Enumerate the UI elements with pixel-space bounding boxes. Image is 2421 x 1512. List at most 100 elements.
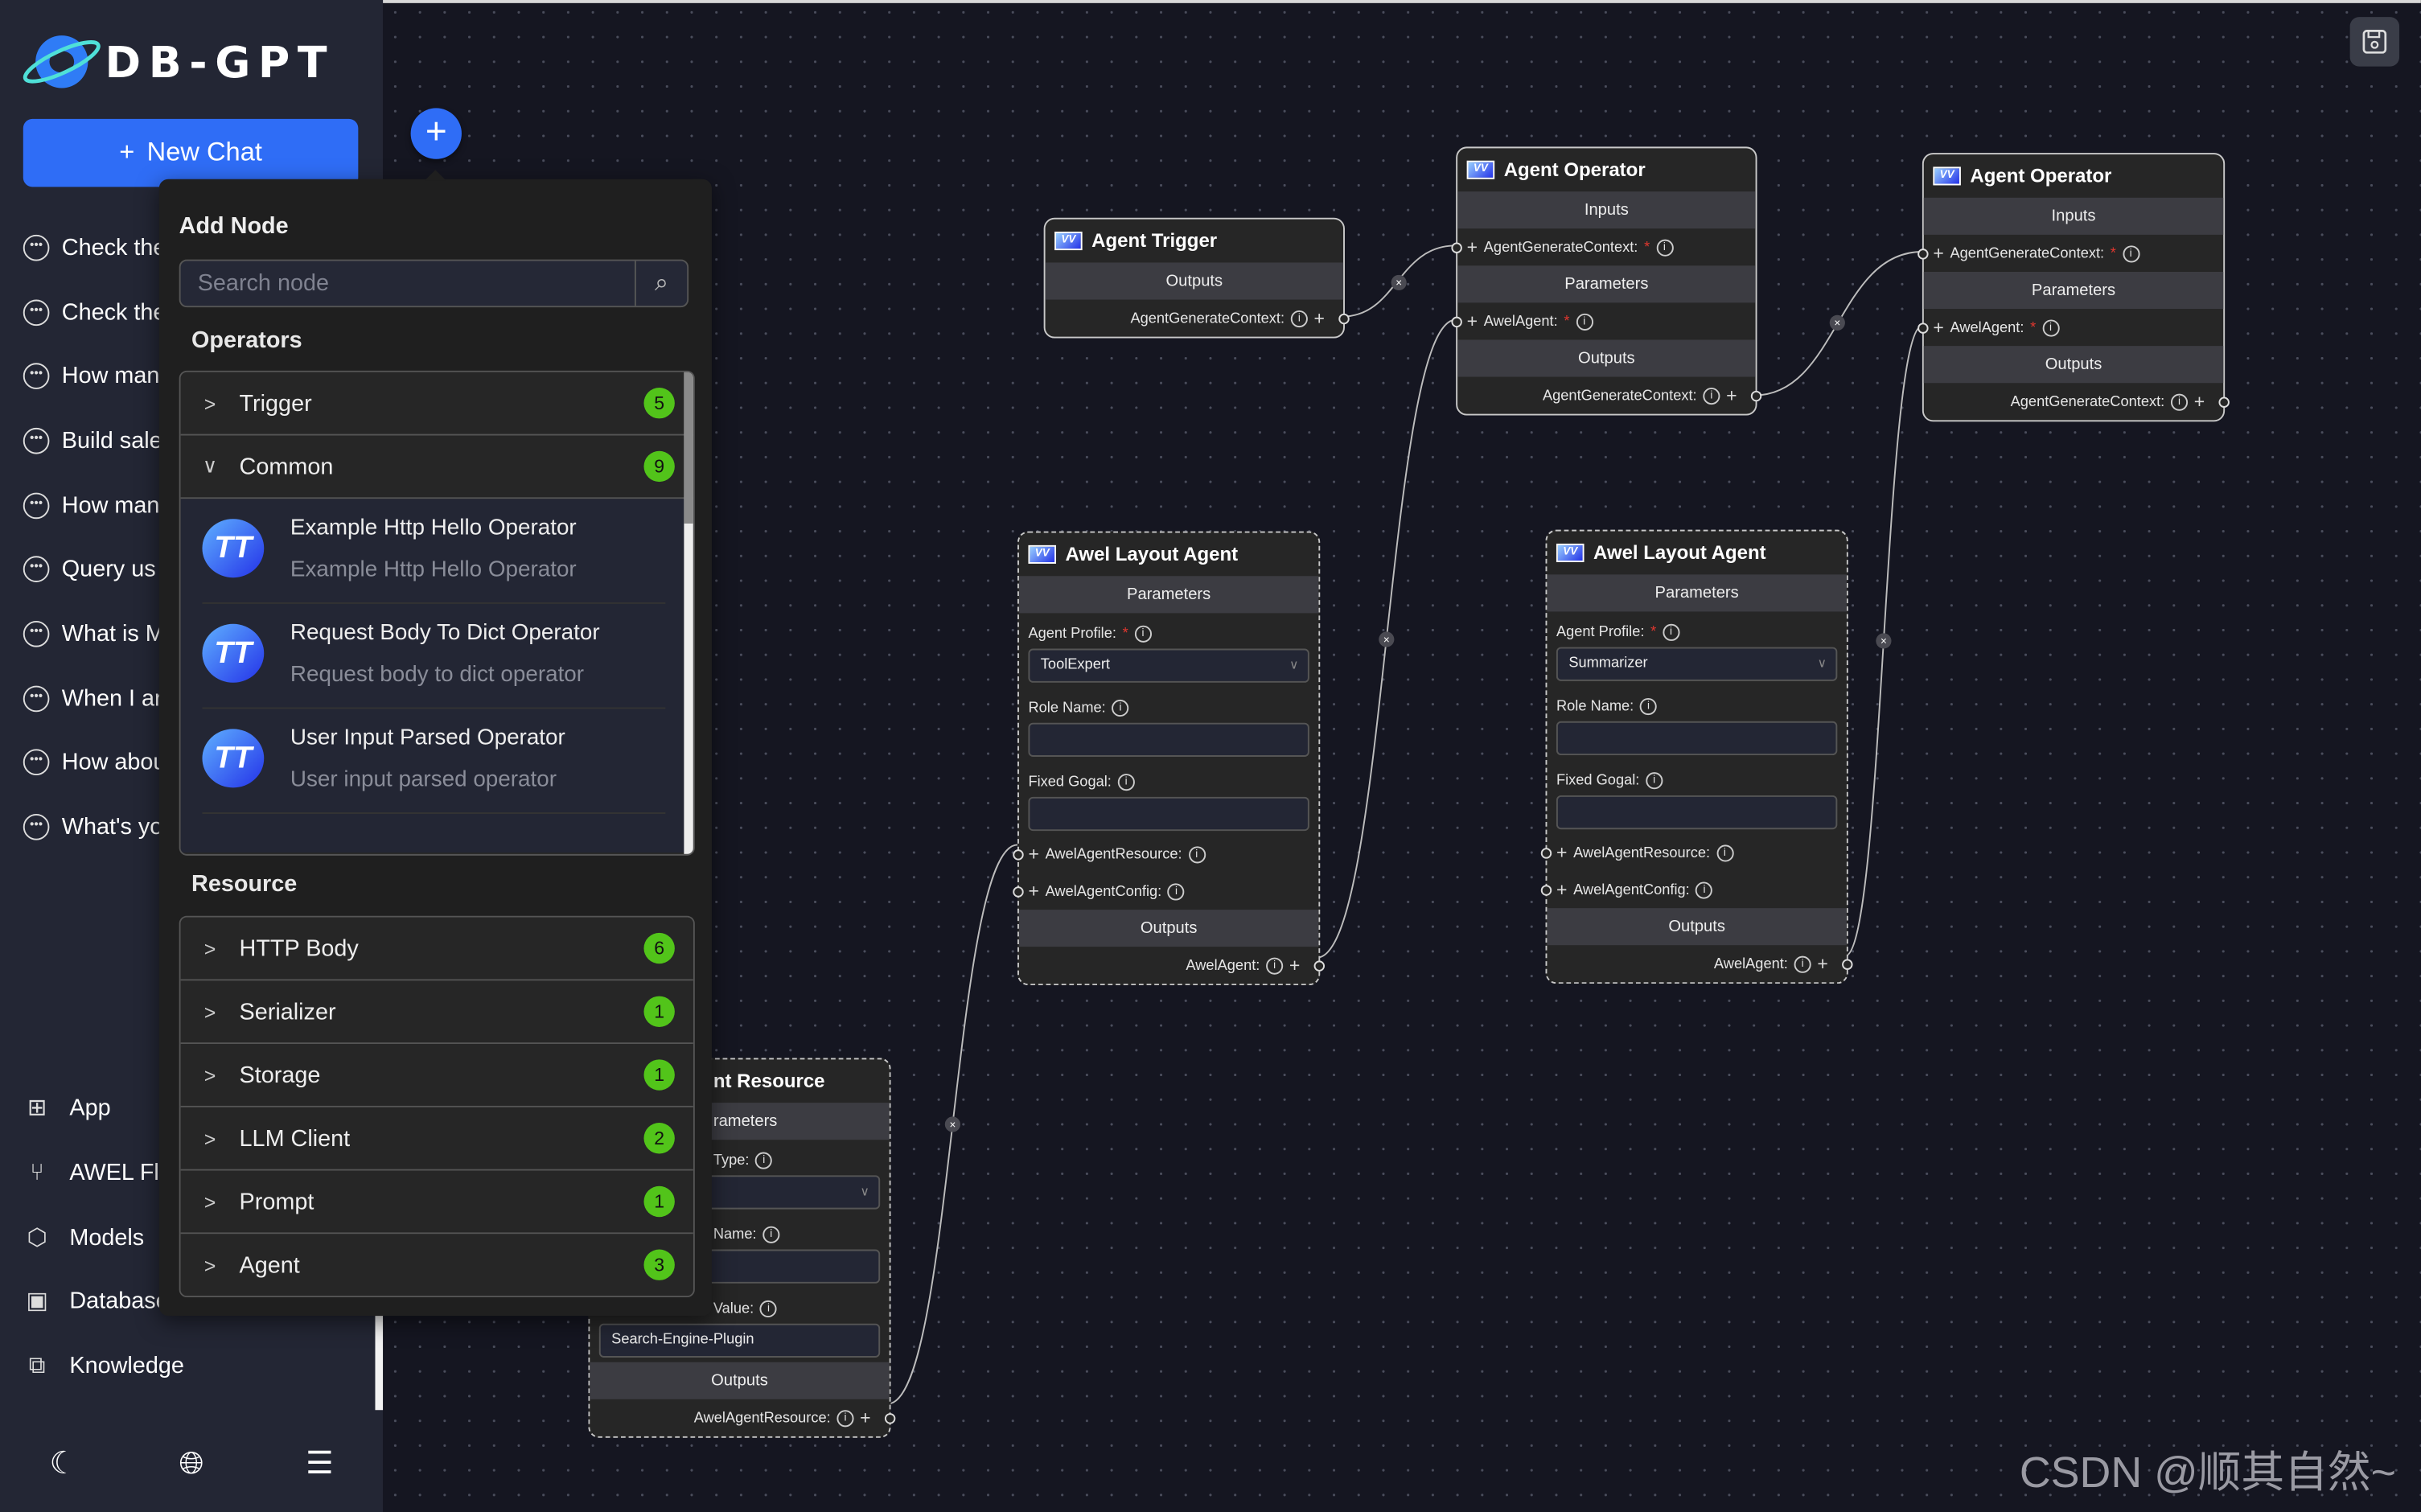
sidebar-item-app[interactable]: ⊞App bbox=[23, 1084, 111, 1131]
plus-icon[interactable]: + bbox=[1313, 307, 1326, 330]
edge-delete-button bbox=[1379, 631, 1395, 647]
save-flow-button[interactable] bbox=[2349, 17, 2400, 67]
chat-title: How abou bbox=[61, 748, 166, 775]
plus-icon[interactable]: + bbox=[1726, 384, 1737, 407]
node-parameter: Role Name:i bbox=[1547, 686, 1846, 760]
plus-icon[interactable]: + bbox=[1933, 316, 1944, 339]
chat-history-item[interactable]: •••How man bbox=[23, 482, 159, 528]
info-icon: i bbox=[836, 1409, 854, 1427]
plus-icon[interactable]: + bbox=[1466, 236, 1478, 258]
output-handle[interactable] bbox=[1842, 959, 1853, 970]
output-handle[interactable] bbox=[1750, 390, 1762, 402]
chat-history-item[interactable]: •••When I ar bbox=[23, 675, 162, 721]
chevron-right-icon: > bbox=[203, 391, 216, 415]
plus-icon[interactable]: + bbox=[1466, 310, 1478, 332]
chat-history-item[interactable]: ••• How abou bbox=[23, 738, 166, 785]
operator-list-scrollbar[interactable] bbox=[684, 372, 693, 854]
sidebar-scrollbar[interactable] bbox=[375, 1313, 384, 1411]
parameter-input[interactable] bbox=[1556, 721, 1838, 756]
input-handle[interactable] bbox=[1013, 886, 1024, 898]
chat-history-item[interactable]: •••Query us bbox=[23, 545, 156, 592]
input-handle[interactable] bbox=[1451, 316, 1462, 328]
plus-icon[interactable]: + bbox=[1028, 843, 1039, 865]
parameter-value: ToolExpert bbox=[1040, 656, 1110, 674]
scrollbar-thumb[interactable] bbox=[684, 372, 693, 524]
search-button[interactable]: ⌕ bbox=[634, 261, 687, 306]
operator-name: User Input Parsed Operator bbox=[290, 725, 565, 751]
port-label: AwelAgentConfig: bbox=[1573, 881, 1690, 898]
chat-bubble-icon: ••• bbox=[23, 748, 50, 775]
operator-description: Example Http Hello Operator bbox=[290, 557, 577, 582]
globe-icon[interactable]: 🌐︎ bbox=[179, 1447, 204, 1481]
group-label: Storage bbox=[239, 1062, 321, 1088]
group-label: Prompt bbox=[239, 1188, 314, 1215]
search-node-input[interactable] bbox=[180, 261, 641, 306]
input-handle[interactable] bbox=[1451, 242, 1462, 253]
add-node-button[interactable]: + bbox=[410, 108, 462, 159]
input-handle[interactable] bbox=[1917, 249, 1929, 260]
menu-fold-icon[interactable]: ☰ bbox=[306, 1447, 334, 1481]
plus-icon[interactable]: + bbox=[1556, 878, 1568, 901]
chat-history-item[interactable]: •••Check the bbox=[23, 224, 166, 270]
plus-icon[interactable]: + bbox=[1289, 954, 1301, 976]
node-section-header: Inputs bbox=[1457, 191, 1756, 229]
parameter-select[interactable]: Summarizer∨ bbox=[1556, 647, 1838, 681]
chat-history-item[interactable]: •••What is M bbox=[23, 610, 165, 657]
group-label: Trigger bbox=[239, 389, 312, 417]
input-handle[interactable] bbox=[1013, 849, 1024, 861]
info-icon: i bbox=[1188, 845, 1206, 863]
input-handle[interactable] bbox=[1540, 848, 1552, 859]
input-handle[interactable] bbox=[1917, 323, 1929, 334]
plus-icon[interactable]: + bbox=[1028, 880, 1039, 902]
parameter-select[interactable]: ToolExpert∨ bbox=[1028, 648, 1309, 683]
output-handle[interactable] bbox=[2218, 396, 2230, 408]
sidebar-item-awel-fl[interactable]: ⑂AWEL Fl bbox=[23, 1149, 158, 1196]
chat-title: Build sale bbox=[61, 426, 162, 454]
plus-icon[interactable]: + bbox=[1933, 242, 1944, 265]
plus-icon[interactable]: + bbox=[860, 1407, 871, 1429]
parameter-input[interactable] bbox=[1556, 795, 1838, 830]
chat-history-item[interactable]: •••How man bbox=[23, 352, 159, 399]
sidebar-item-database[interactable]: ▣Database bbox=[23, 1277, 168, 1324]
plus-icon: + bbox=[119, 137, 135, 167]
count-badge: 1 bbox=[643, 1185, 675, 1218]
sidebar-item-models[interactable]: ⬡Models bbox=[23, 1214, 144, 1260]
new-chat-button[interactable]: + New Chat bbox=[23, 118, 359, 187]
plus-icon[interactable]: + bbox=[1556, 841, 1568, 864]
chat-history-item[interactable]: •••Check the bbox=[23, 289, 166, 335]
output-handle[interactable] bbox=[884, 1413, 896, 1424]
info-icon: i bbox=[1112, 698, 1129, 717]
node-output-port: AwelAgentResource:i+ bbox=[590, 1399, 896, 1436]
chat-history-item[interactable]: •••What's yo bbox=[23, 803, 162, 850]
input-handle[interactable] bbox=[1540, 885, 1552, 896]
parameter-input[interactable]: Search-Engine-Plugin bbox=[598, 1323, 881, 1358]
chat-title: When I ar bbox=[61, 684, 162, 712]
moon-icon[interactable]: ☾ bbox=[49, 1447, 77, 1481]
plus-icon[interactable]: + bbox=[1817, 952, 1828, 975]
parameter-input[interactable] bbox=[1028, 796, 1309, 832]
output-handle[interactable] bbox=[1338, 313, 1350, 325]
output-handle[interactable] bbox=[1313, 960, 1326, 972]
sidebar-item-knowledge[interactable]: ⧉Knowledge bbox=[23, 1342, 184, 1389]
plus-icon[interactable]: + bbox=[2193, 390, 2205, 413]
chat-history-item[interactable]: •••Build sale bbox=[23, 417, 162, 463]
operator-logo-icon: TT bbox=[202, 623, 265, 683]
parameter-input[interactable] bbox=[1028, 722, 1309, 757]
chat-bubble-icon: ••• bbox=[23, 233, 50, 261]
